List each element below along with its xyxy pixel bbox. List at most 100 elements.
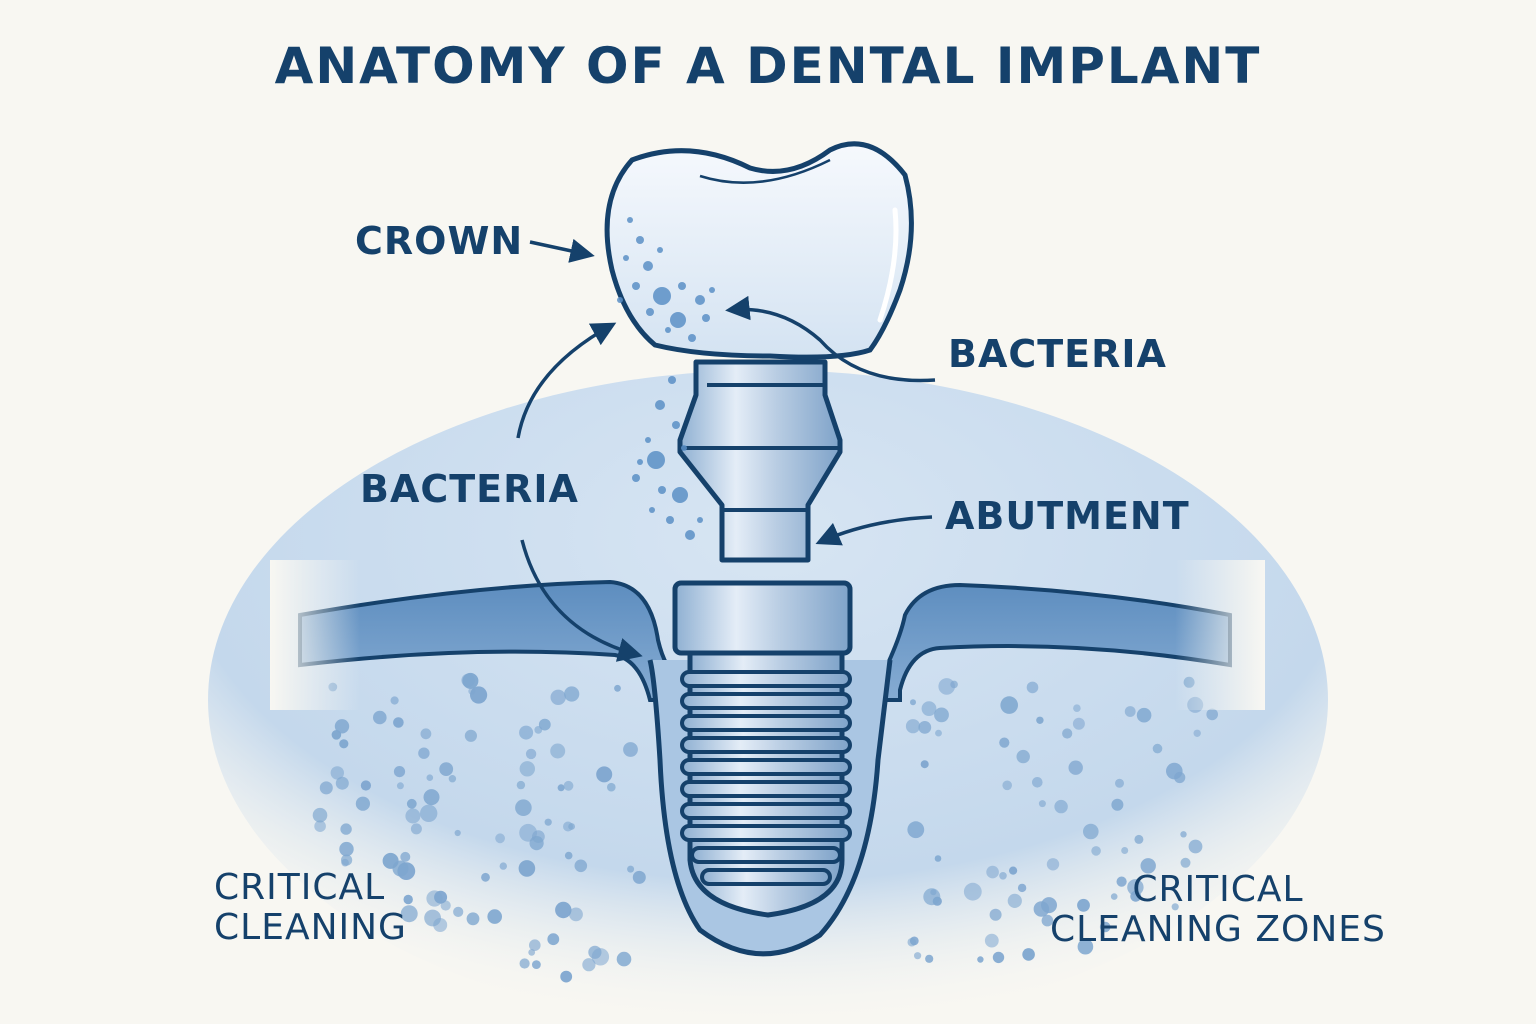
- bone-dot: [532, 960, 541, 969]
- bone-dot: [1152, 743, 1163, 754]
- bone-dot: [999, 737, 1010, 748]
- abutment-label: ABUTMENT: [945, 494, 1190, 538]
- bone-dot: [1171, 903, 1179, 911]
- bone-dot: [1099, 921, 1111, 933]
- bone-dot: [989, 908, 1002, 921]
- cleaning-zone-right-line1: CRITICAL: [1132, 869, 1304, 910]
- gum-tissue: [298, 579, 1232, 702]
- bone-dot: [1116, 876, 1127, 887]
- crown: [604, 141, 914, 360]
- bacteria-dot: [665, 327, 671, 333]
- cleaning-zone-left-line2: CLEANING: [214, 907, 407, 949]
- bone-dot: [434, 890, 448, 904]
- bone-dot: [1166, 762, 1183, 780]
- bone-dot: [1124, 706, 1136, 717]
- bone-dot: [390, 696, 399, 705]
- bone-dot: [1036, 716, 1044, 724]
- bacteria-dot: [672, 487, 688, 503]
- bone-dot: [984, 933, 999, 948]
- bone-dot: [518, 860, 536, 877]
- bone-dot: [339, 739, 349, 749]
- bone-dot: [627, 865, 635, 873]
- bone-dot: [963, 882, 982, 901]
- bone-dot: [339, 841, 354, 857]
- bacteria-dot: [666, 516, 674, 524]
- bone-dot: [1002, 780, 1012, 791]
- bacteria-dot: [695, 295, 705, 305]
- bone-dot: [555, 901, 572, 919]
- bone-dot: [905, 719, 921, 734]
- bone-dot: [999, 872, 1007, 880]
- bone-dot: [935, 729, 942, 737]
- bone-dot: [373, 710, 387, 725]
- bone-dot: [487, 909, 503, 924]
- bone-dot: [423, 789, 440, 806]
- bone-dot: [1111, 798, 1124, 811]
- bone-dot: [1140, 858, 1156, 874]
- bone-dot: [1193, 729, 1201, 737]
- bone-dot: [582, 958, 596, 972]
- bone-dot: [1110, 893, 1118, 900]
- bone-dot: [400, 905, 418, 923]
- bacteria-dot: [647, 451, 665, 469]
- bone-dot: [564, 686, 580, 702]
- bone-dot: [418, 747, 430, 759]
- bone-dot: [519, 725, 534, 740]
- thread-ring: [680, 780, 852, 798]
- bone-dot: [396, 782, 404, 790]
- bone-dot: [529, 939, 541, 951]
- bone-dot: [563, 780, 574, 791]
- bacteria-cluster: [617, 217, 715, 540]
- bone-dot: [574, 859, 588, 873]
- bone-dot: [1180, 831, 1187, 838]
- bone-dot: [934, 707, 949, 723]
- bone-dot: [319, 781, 333, 795]
- cleaning-zone-label-right: CRITICAL CLEANING ZONES: [1050, 869, 1386, 951]
- bone-dot: [1000, 696, 1018, 714]
- bacteria-dot: [645, 437, 651, 443]
- bone-dot: [403, 894, 413, 905]
- bacteria-dot: [688, 334, 696, 342]
- abutment-arrow: [815, 515, 933, 546]
- bone-dot: [448, 775, 457, 783]
- thread-ring: [680, 670, 852, 688]
- bone-dot: [1136, 707, 1152, 723]
- bone-dot: [986, 865, 999, 879]
- bone-dot: [1038, 800, 1046, 808]
- thread-ring: [680, 824, 852, 842]
- bone-dot: [616, 951, 632, 967]
- diagram-title: ANATOMY OF A DENTAL IMPLANT: [274, 37, 1262, 95]
- bone-dot: [934, 855, 942, 862]
- bone-dot: [614, 684, 621, 692]
- bone-dot: [410, 823, 422, 835]
- bone-dot: [607, 782, 616, 792]
- bone-dot: [1091, 846, 1101, 856]
- bone-dot: [564, 851, 573, 860]
- bone-dot: [1007, 893, 1022, 909]
- bone-dot: [516, 780, 526, 790]
- bone-dot: [1188, 839, 1203, 854]
- bacteria-dot: [646, 308, 654, 316]
- bacteria-dot: [643, 261, 653, 271]
- cleaning-zone-label-left: CRITICAL CLEANING: [214, 867, 407, 949]
- bone-dot: [393, 717, 404, 728]
- bone-dot: [453, 906, 464, 918]
- bone-dot: [1077, 938, 1094, 955]
- bone-dot: [907, 937, 917, 947]
- bone-dot: [560, 970, 573, 983]
- bone-dot: [334, 719, 350, 734]
- bacteria-left-up-arrow: [516, 322, 617, 439]
- bacteria-left-down-arrow: [520, 539, 643, 662]
- bacteria-dot: [709, 287, 715, 293]
- bacteria-dot: [658, 486, 666, 494]
- bacteria-dot: [627, 217, 633, 223]
- cleaning-zone-left-line1: CRITICAL: [214, 867, 386, 908]
- bone-dot: [544, 818, 552, 826]
- bone-dot: [439, 762, 454, 776]
- bacteria-right-arrow: [725, 295, 936, 383]
- bone-dot: [591, 948, 610, 966]
- bone-dot: [525, 748, 537, 760]
- bacteria-dot: [681, 445, 687, 451]
- bone-dot: [481, 872, 490, 882]
- bone-dot: [1054, 799, 1068, 814]
